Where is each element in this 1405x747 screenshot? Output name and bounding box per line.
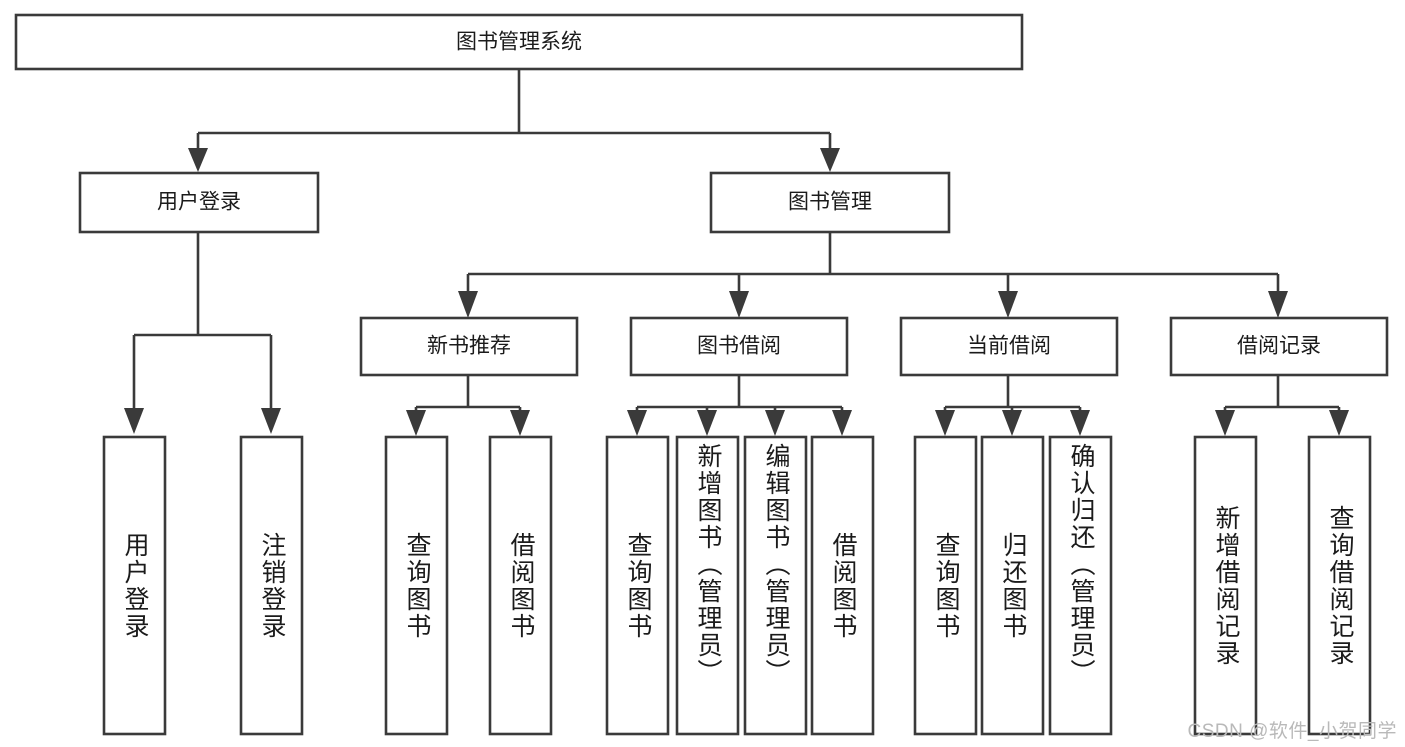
node-book-borrow[interactable]: 图书借阅 bbox=[629, 316, 849, 377]
connector-group-borrowrecord-to-leaves bbox=[1215, 375, 1349, 436]
leaf-group-current-borrow bbox=[913, 435, 1113, 736]
leaf-box-user-login[interactable] bbox=[102, 435, 167, 736]
leaf-box-add-record[interactable] bbox=[1193, 435, 1258, 736]
node-new-book-recommend-box[interactable] bbox=[359, 316, 579, 377]
arrow-head-leaf-add-book bbox=[697, 410, 717, 436]
node-user-login[interactable]: 用户登录 bbox=[78, 171, 320, 234]
arrow-head-leaf-query-record bbox=[1329, 410, 1349, 436]
node-book-management[interactable]: 图书管理 bbox=[709, 171, 951, 234]
leaf-box-return-book[interactable] bbox=[980, 435, 1045, 736]
arrow-head-currentborrow bbox=[998, 291, 1018, 318]
arrow-head-leaf-user-login bbox=[124, 408, 144, 434]
leaf-box-borrow-book-1[interactable] bbox=[488, 435, 553, 736]
arrow-head-leaf-query-book-3 bbox=[935, 410, 955, 436]
node-borrow-record-label: 借阅记录 bbox=[1237, 335, 1321, 358]
leaf-box-add-book[interactable] bbox=[675, 435, 740, 736]
node-current-borrow-label: 当前借阅 bbox=[967, 335, 1051, 358]
arrow-head-leaf-add-record bbox=[1215, 410, 1235, 436]
node-new-book-recommend-label: 新书推荐 bbox=[427, 335, 511, 358]
node-book-borrow-box[interactable] bbox=[629, 316, 849, 377]
leaf-group-new-book-recommend bbox=[384, 435, 553, 736]
leaf-box-edit-book[interactable] bbox=[743, 435, 808, 736]
leaf-box-query-record[interactable] bbox=[1307, 435, 1372, 736]
node-borrow-record[interactable]: 借阅记录 bbox=[1169, 316, 1389, 377]
arrow-head-leaf-return-book bbox=[1002, 410, 1022, 436]
connector-group-root-to-level2 bbox=[188, 69, 840, 172]
arrow-head-userlogin bbox=[188, 148, 208, 172]
leaf-box-borrow-book-2[interactable] bbox=[810, 435, 875, 736]
arrow-head-leaf-borrow-book-2 bbox=[832, 410, 852, 436]
arrow-head-leaf-borrow-book-1 bbox=[510, 410, 530, 436]
arrow-head-borrowrecord bbox=[1268, 291, 1288, 318]
node-book-management-box[interactable] bbox=[709, 171, 951, 234]
connector-group-bookmgmt-to-level3 bbox=[458, 232, 1288, 318]
leaf-box-logout[interactable] bbox=[239, 435, 304, 736]
arrow-head-leaf-query-book-2 bbox=[627, 410, 647, 436]
connector-group-userlogin-to-leaves bbox=[124, 232, 281, 434]
arrow-head-leaf-edit-book bbox=[765, 410, 785, 436]
leaf-box-query-book-3[interactable] bbox=[913, 435, 978, 736]
node-root-label: 图书管理系统 bbox=[456, 31, 582, 54]
leaf-group-user-login bbox=[102, 435, 304, 736]
node-book-borrow-label: 图书借阅 bbox=[697, 335, 781, 358]
node-current-borrow[interactable]: 当前借阅 bbox=[899, 316, 1119, 377]
connector-group-currentborrow-to-leaves bbox=[935, 375, 1090, 436]
node-new-book-recommend[interactable]: 新书推荐 bbox=[359, 316, 579, 377]
arrow-head-leaf-logout bbox=[261, 408, 281, 434]
node-borrow-record-box[interactable] bbox=[1169, 316, 1389, 377]
arrow-head-leaf-confirm-return bbox=[1070, 410, 1090, 436]
leaf-box-confirm-return[interactable] bbox=[1048, 435, 1113, 736]
node-current-borrow-box[interactable] bbox=[899, 316, 1119, 377]
arrow-head-bookmgmt bbox=[820, 148, 840, 172]
node-user-login-box[interactable] bbox=[78, 171, 320, 234]
node-root-box[interactable] bbox=[14, 13, 1024, 71]
arrow-head-bookborrow bbox=[729, 291, 749, 318]
watermark-text: CSDN @软件_小贺同学 bbox=[1187, 721, 1397, 742]
node-user-login-label: 用户登录 bbox=[157, 191, 241, 214]
leaf-group-book-borrow bbox=[605, 435, 875, 736]
arrow-head-newbook bbox=[458, 291, 478, 318]
connector-group-newbook-to-leaves bbox=[406, 375, 530, 436]
leaf-box-query-book-1[interactable] bbox=[384, 435, 449, 736]
node-root[interactable]: 图书管理系统 bbox=[14, 13, 1024, 71]
leaf-group-borrow-record bbox=[1193, 435, 1372, 736]
leaf-box-query-book-2[interactable] bbox=[605, 435, 670, 736]
node-book-management-label: 图书管理 bbox=[788, 191, 872, 214]
connector-group-bookborrow-to-leaves bbox=[627, 375, 852, 436]
arrow-head-leaf-query-book-1 bbox=[406, 410, 426, 436]
